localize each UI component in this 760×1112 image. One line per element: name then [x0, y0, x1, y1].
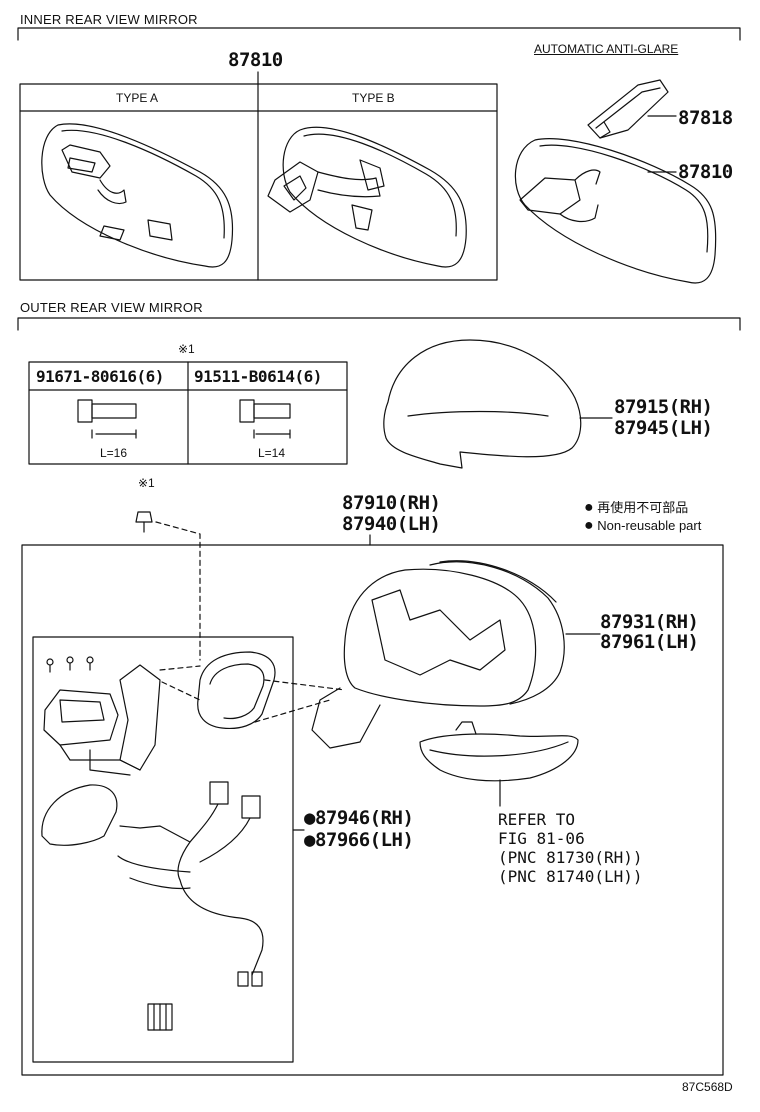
motor-assembly-drawing	[43, 656, 161, 776]
inner-section-frame	[17, 27, 741, 41]
screw-drawing	[135, 511, 201, 661]
refer-line: FIG 81-06	[498, 829, 585, 848]
part-number-87818[interactable]: 87818	[678, 107, 733, 129]
bracket-87818-drawing	[587, 79, 677, 139]
outer-section-frame	[17, 317, 741, 331]
part-number-87961-lh[interactable]: 87961(LH)	[600, 631, 699, 653]
legend-en: ● Non-reusable part	[584, 517, 701, 535]
bolt-length-l14: L=14	[258, 446, 286, 460]
type-a-label: TYPE A	[116, 91, 159, 105]
part-number-87940-lh[interactable]: 87940(LH)	[342, 513, 441, 535]
mirror-type-a-drawing	[41, 123, 234, 268]
part-number-87915-rh[interactable]: 87915(RH)	[614, 396, 713, 418]
figure-id: 87C568D	[682, 1080, 733, 1094]
outer-assy-frame	[21, 534, 724, 1076]
part-number-87966-lh[interactable]: ●87966(LH)	[304, 829, 414, 851]
mirror-glass-drawing	[159, 651, 346, 730]
bolt-table	[28, 361, 348, 465]
bolt-length-l16: L=16	[100, 446, 128, 460]
non-reusable-dot-icon: ●	[304, 829, 315, 851]
part-number-87946-rh[interactable]: ●87946(RH)	[304, 807, 414, 829]
part-number-91671-80616[interactable]: 91671-80616(6)	[36, 367, 164, 386]
non-reusable-dot-icon: ●	[584, 517, 594, 534]
refer-line: (PNC 81740(LH))	[498, 867, 643, 886]
type-b-label: TYPE B	[352, 91, 395, 105]
non-reusable-dot-icon: ●	[584, 499, 594, 516]
non-reusable-dot-icon: ●	[304, 807, 315, 829]
section-title-outer: OUTER REAR VIEW MIRROR	[20, 300, 203, 315]
refer-line: REFER TO	[498, 810, 576, 829]
bolt-note-mark: ※1	[178, 342, 195, 356]
part-number-91511-b0614[interactable]: 91511-B0614(6)	[194, 367, 322, 386]
section-title-inner: INNER REAR VIEW MIRROR	[20, 12, 198, 27]
part-number-87945-lh[interactable]: 87945(LH)	[614, 417, 713, 439]
legend-jp-text: 再使用不可部品	[597, 500, 689, 515]
mirror-auto-antiglare-drawing	[514, 138, 717, 284]
screw-note-mark: ※1	[138, 476, 155, 490]
legend-jp: ● 再使用不可部品	[584, 497, 688, 517]
legend-en-text: Non-reusable part	[597, 518, 702, 533]
auto-antiglare-label: AUTOMATIC ANTI-GLARE	[534, 42, 679, 56]
part-number-87946-rh-text: 87946(RH)	[314, 807, 414, 829]
part-number-87810-auto[interactable]: 87810	[678, 161, 733, 183]
mirror-cover-drawing	[383, 339, 613, 469]
wire-harness-drawing	[41, 781, 305, 1031]
mirror-type-b-drawing	[267, 126, 467, 268]
mirror-housing-drawing	[311, 560, 601, 749]
part-number-87931-rh[interactable]: 87931(RH)	[600, 611, 699, 633]
part-number-87810-main[interactable]: 87810	[228, 49, 283, 71]
part-number-87910-rh[interactable]: 87910(RH)	[342, 492, 441, 514]
type-table	[19, 71, 498, 281]
refer-line: (PNC 81730(RH))	[498, 848, 643, 867]
refer-note[interactable]: REFER TO FIG 81-06 (PNC 81730(RH)) (PNC …	[498, 810, 643, 886]
turn-signal-drawing	[419, 721, 579, 782]
part-number-87966-lh-text: 87966(LH)	[314, 829, 414, 851]
